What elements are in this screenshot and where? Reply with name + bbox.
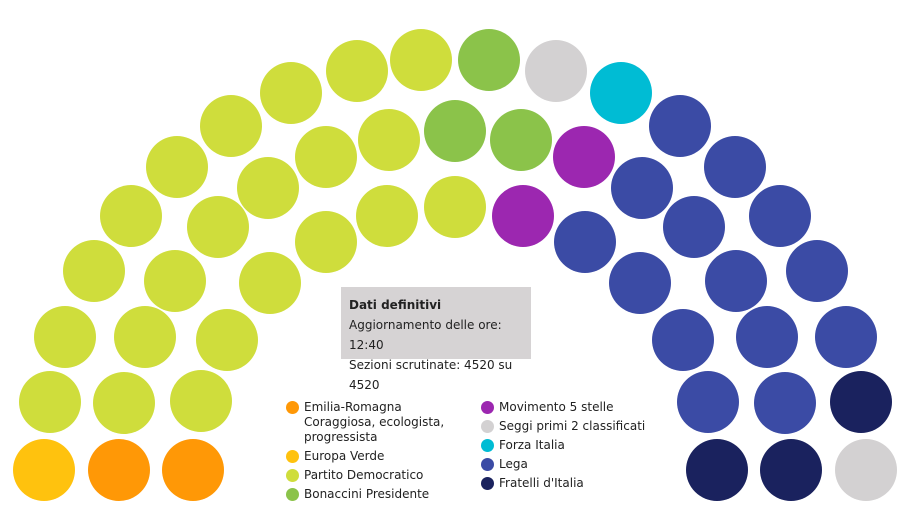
seat-circle <box>260 62 322 124</box>
seat-circle <box>237 157 299 219</box>
seat-circle <box>34 306 96 368</box>
legend-dot-icon <box>481 458 494 471</box>
seat-circle <box>754 372 816 434</box>
legend-dot-icon <box>481 401 494 414</box>
legend-item: Forza Italia <box>481 438 651 453</box>
seat-circle <box>170 370 232 432</box>
seat-circle <box>239 252 301 314</box>
legend-dot-icon <box>286 450 299 463</box>
seat-circle <box>63 240 125 302</box>
seat-circle <box>649 95 711 157</box>
seat-circle <box>609 252 671 314</box>
seat-circle <box>200 95 262 157</box>
seat-circle <box>295 126 357 188</box>
legend-item: Seggi primi 2 classificati <box>481 419 651 434</box>
seat-circle <box>830 371 892 433</box>
results-info-box: Dati definitivi Aggiornamento delle ore:… <box>341 287 531 392</box>
legend-dot-icon <box>481 477 494 490</box>
seat-circle <box>760 439 822 501</box>
legend-item: Partito Democratico <box>286 468 476 483</box>
seat-circle <box>424 176 486 238</box>
legend-right: Movimento 5 stelle Seggi primi 2 classif… <box>481 400 651 495</box>
seat-circle <box>295 211 357 273</box>
seat-circle <box>835 439 897 501</box>
legend-item: Lega <box>481 457 651 472</box>
seat-circle <box>652 309 714 371</box>
legend-item: Bonaccini Presidente <box>286 487 476 502</box>
legend-item: Emilia-Romagna Coraggiosa, ecologista, p… <box>286 400 476 445</box>
seat-circle <box>424 100 486 162</box>
seat-circle <box>490 109 552 171</box>
seat-circle <box>686 439 748 501</box>
seat-circle <box>663 196 725 258</box>
seat-circle <box>705 250 767 312</box>
legend-dot-icon <box>481 420 494 433</box>
seat-circle <box>144 250 206 312</box>
seat-circle <box>162 439 224 501</box>
legend-item: Europa Verde <box>286 449 476 464</box>
seat-circle <box>458 29 520 91</box>
legend-dot-icon <box>286 469 299 482</box>
seat-circle <box>100 185 162 247</box>
seat-circle <box>390 29 452 91</box>
seat-circle <box>590 62 652 124</box>
seat-circle <box>358 109 420 171</box>
seat-circle <box>749 185 811 247</box>
seat-circle <box>93 372 155 434</box>
seat-circle <box>553 126 615 188</box>
seat-circle <box>554 211 616 273</box>
seat-circle <box>88 439 150 501</box>
seat-circle <box>114 306 176 368</box>
seat-circle <box>815 306 877 368</box>
seat-circle <box>146 136 208 198</box>
legend-dot-icon <box>286 488 299 501</box>
legend-left: Emilia-Romagna Coraggiosa, ecologista, p… <box>286 400 476 506</box>
seat-circle <box>677 371 739 433</box>
legend-item: Fratelli d'Italia <box>481 476 651 491</box>
legend-dot-icon <box>481 439 494 452</box>
seat-circle <box>196 309 258 371</box>
seat-circle <box>525 40 587 102</box>
info-title: Dati definitivi <box>349 298 442 312</box>
seat-circle <box>19 371 81 433</box>
info-update-time: Aggiornamento delle ore: 12:40 <box>349 318 502 352</box>
seat-circle <box>356 185 418 247</box>
seat-circle <box>13 439 75 501</box>
seat-circle <box>187 196 249 258</box>
seat-circle <box>611 157 673 219</box>
legend-item: Movimento 5 stelle <box>481 400 651 415</box>
seat-circle <box>736 306 798 368</box>
legend-dot-icon <box>286 401 299 414</box>
info-sections-counted: Sezioni scrutinate: 4520 su 4520 <box>349 358 513 392</box>
seat-circle <box>326 40 388 102</box>
seat-circle <box>786 240 848 302</box>
seat-circle <box>704 136 766 198</box>
seat-circle <box>492 185 554 247</box>
